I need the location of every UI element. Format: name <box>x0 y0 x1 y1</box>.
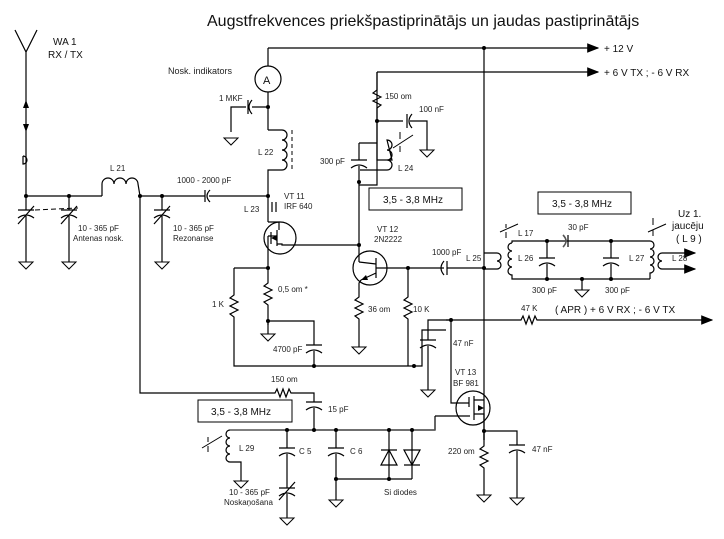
vt12-name: VT 12 <box>377 225 399 234</box>
l24-label: L 24 <box>398 164 414 173</box>
cv-antenna-value: 10 - 365 pF <box>78 224 119 233</box>
diodes-label: Si diodes <box>384 488 417 497</box>
ground-icon <box>475 494 493 503</box>
vt13-name: VT 13 <box>455 368 477 377</box>
band-box-3 <box>197 399 293 423</box>
band-box-3-text: 3,5 - 3,8 MHz <box>211 407 271 418</box>
vt13-part: BF 981 <box>453 379 479 388</box>
r-05-label: 0,5 om * <box>278 285 308 294</box>
ground-icon <box>419 389 437 398</box>
ground-icon <box>418 149 436 158</box>
inductor-l21 <box>101 177 205 197</box>
apr-line-label: ( APR ) + 6 V RX ; - 6 V TX <box>555 305 675 316</box>
ground-icon <box>17 261 35 270</box>
cv-tune-label: Noskaņošana <box>224 498 273 507</box>
ground-icon <box>278 517 296 526</box>
l23-label: L 23 <box>244 205 260 214</box>
ground-icon <box>153 261 171 270</box>
c-1000-out-label: 1000 pF <box>432 248 461 257</box>
l22-label: L 22 <box>258 148 274 157</box>
r-1k-label: 1 K <box>212 300 225 309</box>
ground-icon <box>573 289 591 298</box>
band-box-1-text: 3,5 - 3,8 MHz <box>383 195 443 206</box>
l28-label: L 28 <box>672 254 688 263</box>
r-47k-label: 47 K <box>521 304 538 313</box>
mosfet-vt11-icon <box>263 221 297 255</box>
ammeter-symbol: A <box>263 75 271 87</box>
l21-label: L 21 <box>110 164 126 173</box>
c-300pf-b-label: 300 pF <box>605 286 630 295</box>
meter-label: Nosk. indikators <box>168 66 233 76</box>
band-box-2 <box>537 191 632 215</box>
mosfet-vt13-icon <box>455 390 491 426</box>
c-30pf-label: 30 pF <box>568 223 589 232</box>
diagram-title: Augstfrekvences priekšpastiprinātājs un … <box>207 13 639 30</box>
ground-icon <box>259 333 277 342</box>
c-1mkf-label: 1 MKF <box>219 94 243 103</box>
l27-label: L 27 <box>629 254 645 263</box>
vt11-part: IRF 640 <box>284 202 313 211</box>
diode-icon <box>403 449 421 467</box>
cv-tune-value: 10 - 365 pF <box>229 488 270 497</box>
cv-antenna-label: Antenas nosk. <box>73 234 124 243</box>
vt12-part: 2N2222 <box>374 235 403 244</box>
c-47nf-gate-label: 47 nF <box>453 339 474 348</box>
c-4700-label: 4700 pF <box>273 345 302 354</box>
c6-label: C 6 <box>350 447 363 456</box>
antenna-icon <box>14 29 38 196</box>
output-label-1: Uz 1. <box>678 209 701 220</box>
c5-label: C 5 <box>299 447 312 456</box>
cv-res-value: 10 - 365 pF <box>173 224 214 233</box>
band-box-2-text: 3,5 - 3,8 MHz <box>552 199 612 210</box>
rail-12v-label: + 12 V <box>604 44 634 55</box>
ground-icon <box>232 480 250 489</box>
l17-label: L 17 <box>518 229 534 238</box>
band-box-1 <box>368 187 463 211</box>
c-47nf-src-label: 47 nF <box>532 445 553 454</box>
r-150-top-label: 150 om <box>385 92 412 101</box>
ground-icon <box>60 261 78 270</box>
c-100nf-label: 100 nF <box>419 105 444 114</box>
ground-icon <box>222 137 240 146</box>
ground-icon <box>327 499 345 508</box>
output-label-2: jaucēju <box>671 221 704 232</box>
vt11-name: VT 11 <box>284 192 305 201</box>
ground-icon <box>508 497 526 506</box>
r-220-label: 220 om <box>448 447 475 456</box>
l26-label: L 26 <box>518 254 534 263</box>
inductor-l22 <box>267 129 288 196</box>
r-10k-label: 10 K <box>413 305 430 314</box>
r-36-label: 36 om <box>368 305 391 314</box>
ground-icon <box>350 346 368 355</box>
output-label-3: ( L 9 ) <box>676 234 702 245</box>
rail-6v-label: + 6 V TX ; - 6 V RX <box>604 68 689 79</box>
c-300pf-a-label: 300 pF <box>532 286 557 295</box>
l29-label: L 29 <box>239 444 255 453</box>
l25-label: L 25 <box>466 254 482 263</box>
c-300pf-l24-label: 300 pF <box>320 157 345 166</box>
diode-icon <box>380 448 398 466</box>
antenna-name: WA 1 <box>53 37 77 48</box>
c-coupling-label: 1000 - 2000 pF <box>177 176 231 185</box>
r-150-bottom-label: 150 om <box>271 375 298 384</box>
antenna-mode: RX / TX <box>48 50 83 61</box>
c-15pf-label: 15 pF <box>328 405 349 414</box>
cv-res-label: Rezonanse <box>173 234 214 243</box>
